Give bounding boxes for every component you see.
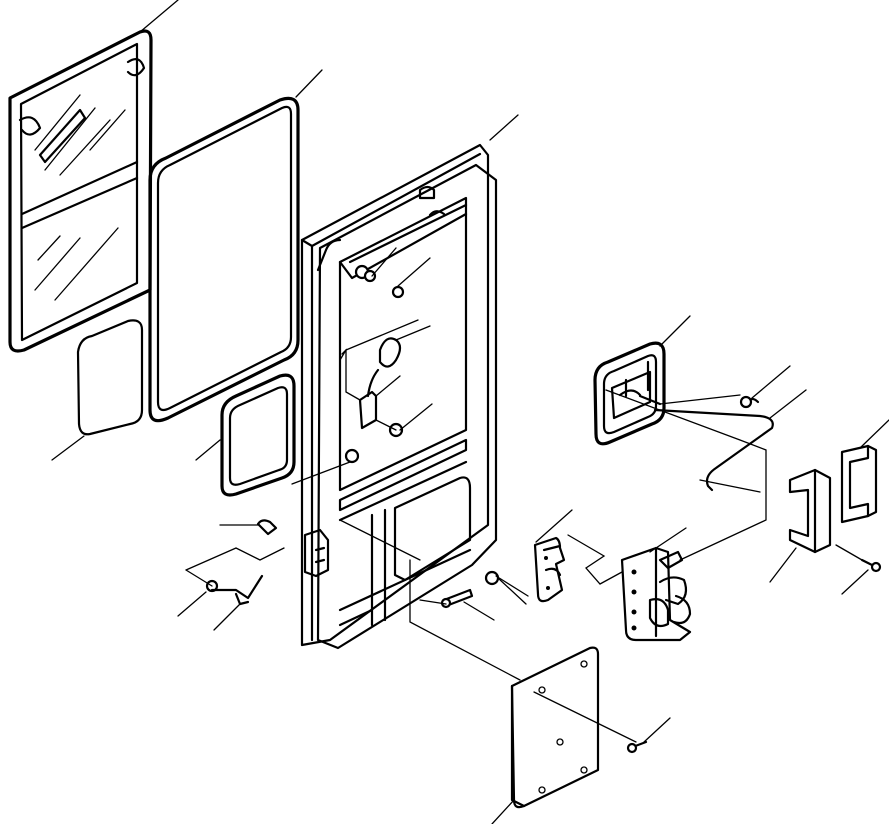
weatherstrip-seal bbox=[148, 96, 300, 423]
inner-door-panel bbox=[339, 319, 419, 430]
callout-leaders bbox=[51, 0, 889, 824]
door-frame bbox=[300, 143, 498, 650]
hex-nut bbox=[354, 264, 377, 283]
control-rod bbox=[653, 395, 774, 492]
small-glass-panel bbox=[76, 319, 144, 436]
assembly-guide-lines bbox=[185, 348, 863, 743]
small-window-seal bbox=[220, 373, 296, 497]
door-lock-assembly bbox=[620, 546, 692, 642]
mounting-bolt bbox=[860, 558, 882, 573]
window-sash bbox=[8, 29, 153, 353]
stopper-bracket bbox=[840, 444, 878, 524]
rubber-stopper bbox=[788, 468, 832, 554]
hook-rod bbox=[210, 574, 264, 606]
striker-bracket bbox=[533, 536, 566, 603]
cover-plate bbox=[510, 646, 600, 809]
washer bbox=[344, 285, 500, 586]
latch-handle-plate bbox=[593, 341, 666, 446]
